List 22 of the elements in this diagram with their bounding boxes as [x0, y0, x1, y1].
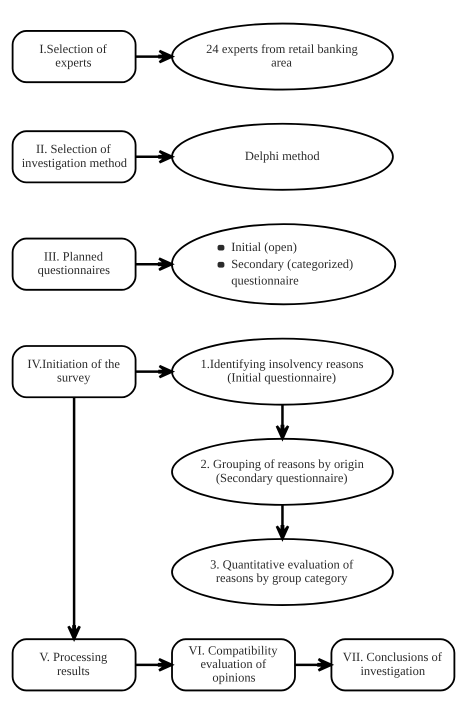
node-box: VI. Compatibility evaluation of opinions	[171, 638, 296, 691]
arrow	[67, 397, 81, 640]
arrow	[295, 657, 332, 672]
node-ellipse: 1.Identifying insolvency reasons (Initial questionnaire)	[171, 337, 394, 406]
arrow	[276, 404, 290, 440]
arrow	[136, 49, 174, 63]
node-box: I.Selection of experts	[12, 30, 136, 83]
node-ellipse: 24 experts from retail banking area	[171, 22, 394, 90]
node-box: II. Selection of investigation method	[12, 130, 136, 183]
node-ellipse: Delphi method	[171, 122, 394, 190]
arrow	[136, 256, 173, 271]
node-ellipse: Initial (open) Secondary (categorized) questionnaire	[171, 222, 396, 305]
arrow	[136, 657, 173, 672]
arrow	[136, 364, 174, 378]
node-ellipse: 2. Grouping of reasons by origin (Secondary questionnaire)	[171, 437, 394, 506]
node-box: V. Processing results	[12, 638, 136, 691]
node-box: IV.Initiation of the survey	[12, 344, 136, 398]
node-box: III. Planned questionnaires	[12, 237, 136, 290]
arrow	[276, 504, 290, 540]
node-box: VII. Conclusions of investigation	[330, 638, 456, 691]
arrow	[136, 149, 174, 164]
node-ellipse: 3. Quantitative evaluation of reasons by group category	[171, 538, 394, 606]
